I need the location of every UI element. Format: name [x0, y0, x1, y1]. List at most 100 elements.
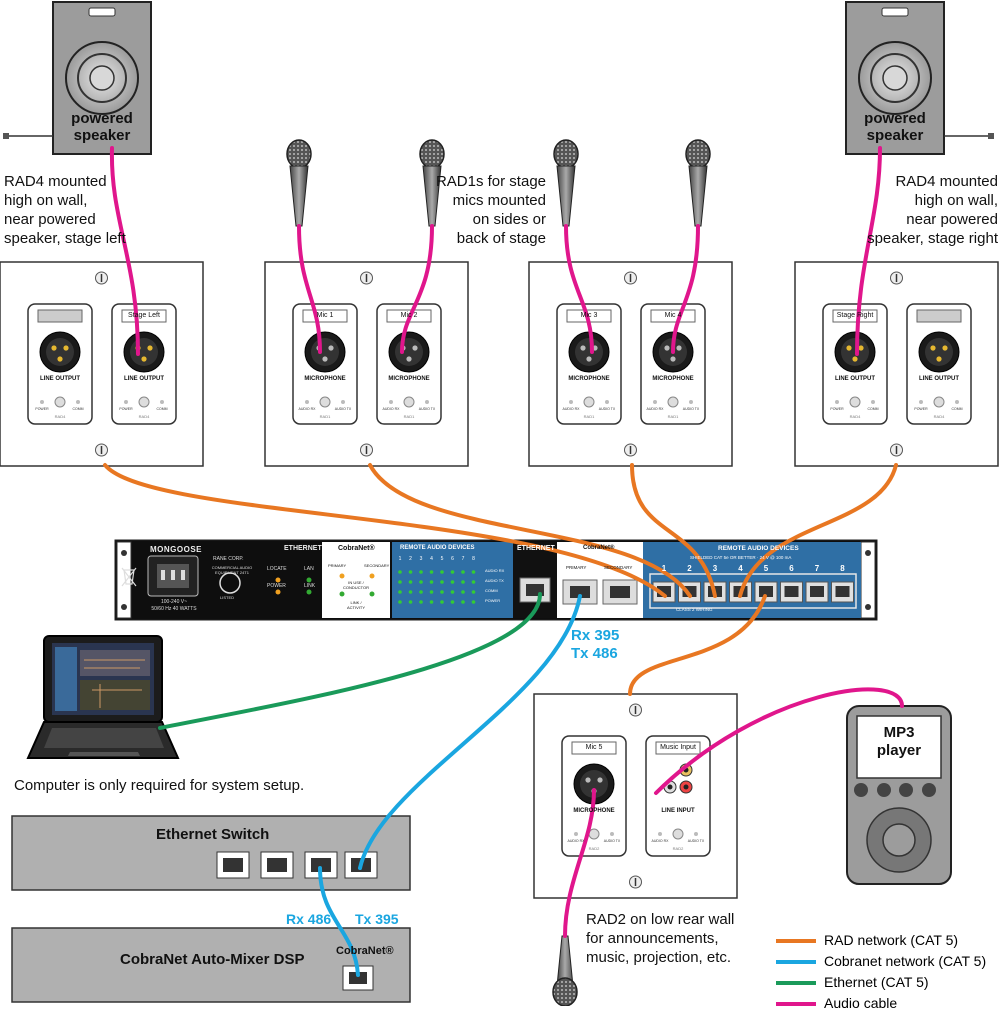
- cobranet-cable: [358, 594, 582, 870]
- audio-cable-speaker-left: [109, 146, 140, 356]
- rack-cobranet-block: CobraNet®: [583, 545, 615, 551]
- speaker-left: [3, 1, 152, 155]
- plate-small-label: AUDIO TX: [687, 839, 705, 843]
- rack-listed: LISTED: [220, 595, 235, 600]
- cobranet-count-rad: Rx 395 Tx 486: [571, 627, 620, 662]
- plate-small-label: AUDIO TX: [603, 839, 621, 843]
- rack-power-rating: 100-240 V~ 50/60 Hz 40 WATTS: [151, 599, 197, 612]
- cobranet-count-dsp-tx: Tx 395: [355, 911, 399, 927]
- plate-small-label: COMM: [72, 407, 84, 411]
- rack-secondary-port: SECONDARY: [604, 565, 633, 570]
- plate-small-label: AUDIO TX: [598, 407, 616, 411]
- microphone-icon: [552, 935, 578, 1006]
- dsp-cobranet-logo: CobraNet®: [336, 945, 394, 957]
- rack-ethernet-block: Ethernet: [517, 545, 555, 552]
- plate-small-label: COMM: [156, 407, 168, 411]
- port-number: 4: [738, 564, 743, 573]
- plate-type: LINE OUTPUT: [40, 376, 80, 382]
- ethernet-cable: [158, 592, 542, 730]
- channel-number: 1: [398, 556, 402, 562]
- audio-cable-speaker-right: [855, 146, 882, 356]
- led: [440, 570, 444, 574]
- plate-tag: Mic 1: [316, 312, 334, 319]
- led: [408, 570, 413, 574]
- led: [398, 570, 402, 574]
- plate-model: RAD2: [588, 846, 600, 851]
- port-number: 5: [763, 564, 769, 573]
- led: [419, 580, 423, 584]
- legend-swatch: [776, 1002, 816, 1006]
- led-row-label: AUDIO RX: [485, 568, 505, 573]
- led: [440, 580, 444, 584]
- rad-cable-5: [628, 594, 767, 696]
- audio-cable-mic5: [563, 788, 596, 938]
- plate-tag: Music Input: [660, 744, 696, 751]
- rack-primary-port: PRIMARY: [566, 565, 587, 570]
- rack-brand: Mongoose: [150, 545, 203, 554]
- plate-type: MICROPHONE: [568, 376, 610, 382]
- plate-type: LINE OUTPUT: [835, 376, 875, 382]
- wall-plate-plate1: [0, 261, 204, 467]
- plate-tag: Stage Right: [836, 312, 874, 319]
- plate-small-label: AUDIO RX: [562, 407, 580, 411]
- note-rad4-right: RAD4 mounted high on wall, near powered …: [867, 173, 998, 247]
- port-number: 1: [661, 564, 667, 573]
- led: [471, 570, 476, 574]
- plate-small-label: AUDIO RX: [382, 407, 400, 411]
- rack-maker: RANE CORP.: [213, 556, 244, 562]
- rack-primary: PRIMARY: [328, 563, 347, 568]
- wall-plate-plate2: [264, 261, 469, 467]
- plate-type: MICROPHONE: [304, 376, 346, 382]
- led: [471, 590, 476, 594]
- led: [461, 570, 465, 574]
- legend-swatch: [776, 981, 816, 985]
- led: [461, 590, 465, 594]
- led: [419, 570, 423, 574]
- port-number: 7: [814, 564, 820, 573]
- led: [440, 590, 444, 594]
- rack-lan: LAN: [304, 566, 314, 572]
- note-rad2: RAD2 on low rear wall for announcements,…: [586, 911, 735, 966]
- plate-model: RAD4: [933, 414, 945, 419]
- channel-number: 3: [419, 556, 423, 562]
- rack-rad-subtitle: SHIELDED CAT 5e OR BETTER · 24 V @ 100 m…: [690, 555, 792, 560]
- rad-cable-4: [738, 463, 898, 598]
- wall-plate-plate4: [794, 261, 999, 467]
- note-rad1: RAD1s for stage mics mounted on sides or…: [435, 173, 546, 247]
- led: [429, 570, 434, 574]
- audio-cable-mic1: [297, 224, 322, 354]
- plate-type: LINE INPUT: [661, 808, 695, 814]
- plate-tag: Mic 2: [400, 312, 418, 319]
- plate-tag: Stage Left: [128, 312, 160, 319]
- rack-power: POWER: [267, 583, 286, 589]
- led: [419, 600, 423, 604]
- rack-unit: [114, 539, 878, 621]
- plate-model: RAD1: [667, 414, 679, 419]
- channel-number: 6: [451, 556, 454, 562]
- laptop: [26, 635, 180, 759]
- legend-label: Audio cable: [824, 995, 898, 1011]
- speaker-left-label: powered speaker: [71, 110, 133, 144]
- speaker-right: [845, 1, 994, 155]
- plate-model: RAD4: [138, 414, 150, 419]
- led: [450, 570, 455, 574]
- plate-small-label: POWER: [914, 407, 928, 411]
- legend-label: Ethernet (CAT 5): [824, 974, 929, 990]
- rack-rad-title-right: Remote Audio Devices: [718, 545, 799, 552]
- led: [450, 590, 455, 594]
- ethernet-switch: [11, 815, 411, 891]
- port-number: 2: [687, 564, 692, 573]
- led: [461, 600, 465, 604]
- plate-small-label: AUDIO RX: [298, 407, 316, 411]
- port-number: 8: [840, 564, 845, 573]
- plate-type: MICROPHONE: [388, 376, 430, 382]
- rack-ethernet-title: Ethernet: [284, 545, 322, 552]
- rack-ul-text: COMMERCIAL AUDIO EQUIPMENT 24T1: [211, 565, 253, 575]
- microphone-icon: [286, 139, 312, 227]
- microphone-icon: [685, 139, 711, 227]
- plate-small-label: AUDIO TX: [418, 407, 436, 411]
- plate-small-label: COMM: [867, 407, 879, 411]
- rack-secondary: SECONDARY: [364, 563, 390, 568]
- mp3-label: MP3 player: [876, 724, 922, 759]
- plate-model: RAD1: [583, 414, 595, 419]
